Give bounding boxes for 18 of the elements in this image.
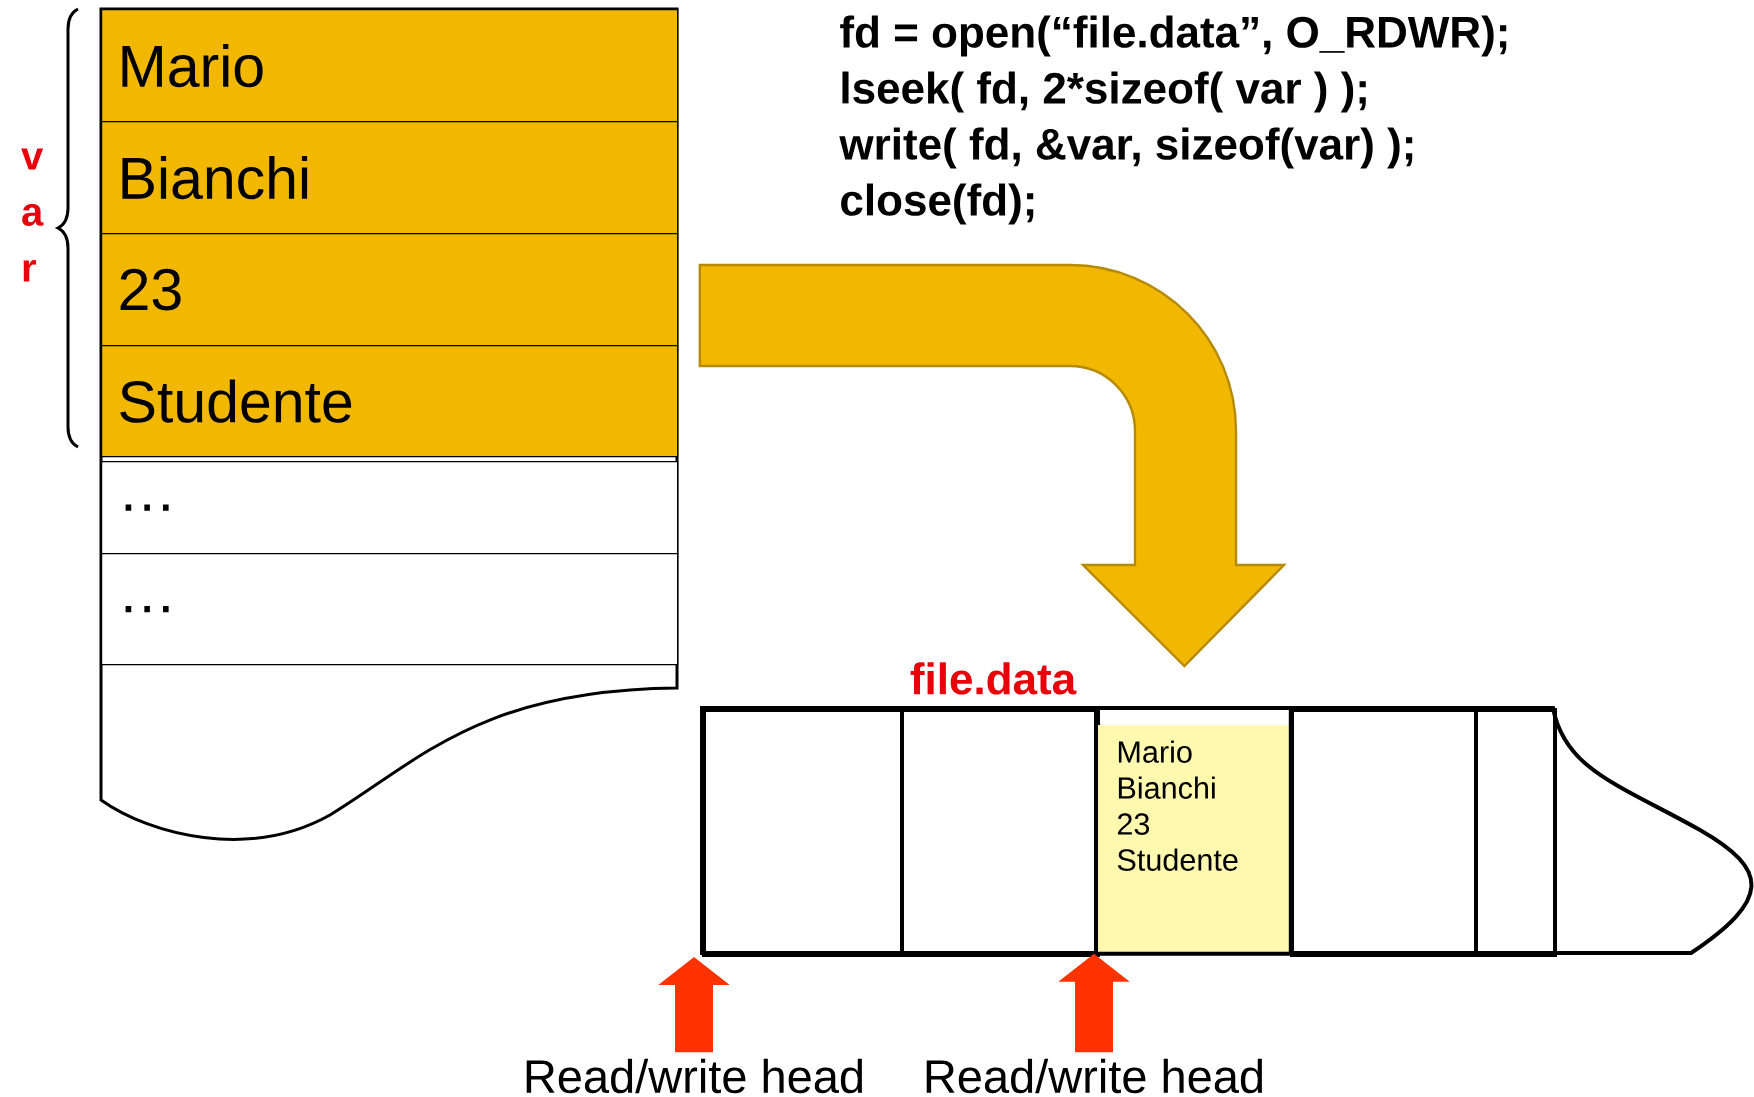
file-cell (1474, 708, 1557, 957)
memory-cell: … (101, 461, 679, 555)
code-line: lseek( fd, 2*sizeof( var ) ); (842, 71, 1366, 113)
file-cell: Mario Bianchi 23 Studente (1094, 706, 1293, 956)
memory-cell: 23 (101, 233, 679, 347)
code-line: write( fd, &var, sizeof(var) ); (839, 127, 1413, 169)
code-line: close(fd); (841, 183, 1034, 225)
head-label: Read/write head (926, 1058, 1263, 1094)
node-label: file.data (910, 662, 1077, 695)
file-cell (900, 708, 1100, 957)
memory-cell: Mario (101, 9, 679, 123)
memory-cell: Bianchi (101, 121, 679, 235)
memory-cell: Studente (101, 345, 679, 458)
var-label: v a r (21, 148, 44, 282)
head-label: Read/write head (526, 1058, 863, 1094)
memory-cell: … (101, 553, 679, 666)
block-arrow (698, 263, 1286, 668)
code-line: fd = open(“file.data”, O_RDWR); (840, 15, 1507, 57)
